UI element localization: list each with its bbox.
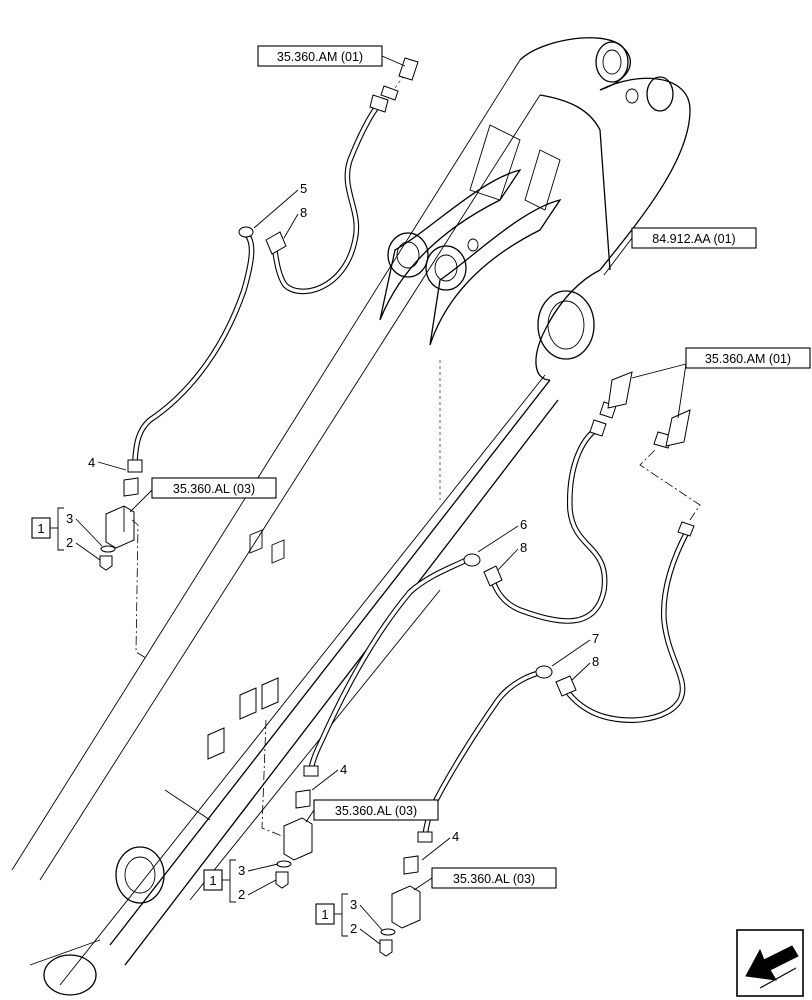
right-hose-assembly [379, 409, 701, 957]
callout-left-plug: 2 [66, 535, 73, 550]
ref-right-hoses-label: 35.360.AM (01) [705, 352, 791, 366]
kit-bracket-middle: 1 3 2 [203, 859, 279, 903]
ref-valve-middle-label: 35.360.AL (03) [335, 804, 417, 818]
callout-left-adapter: 4 [88, 455, 95, 470]
middle-hose-assembly [261, 371, 633, 889]
callout-left-tube: 5 [300, 181, 307, 196]
callout-right-washer: 3 [350, 897, 357, 912]
boom-arm [11, 37, 691, 996]
callout-mid-plug: 2 [238, 887, 245, 902]
ref-valve-right: 35.360.AL (03) [431, 867, 557, 889]
callouts: 5 8 4 6 8 4 7 8 4 [88, 181, 599, 861]
callout-right-hose-fitting: 8 [592, 654, 599, 669]
ref-valve-right-label: 35.360.AL (03) [453, 872, 535, 886]
ref-top-hose: 35.360.AM (01) [257, 45, 383, 67]
left-hose-assembly [99, 57, 419, 659]
callout-right-tube: 7 [592, 631, 599, 646]
callout-right-plug: 2 [350, 921, 357, 936]
kit-bracket-right: 1 3 2 [315, 893, 383, 945]
ref-right-hoses: 35.360.AM (01) [685, 347, 811, 369]
arrow-left-icon[interactable] [736, 929, 804, 997]
callout-right-adapter: 4 [452, 829, 459, 844]
callout-left-hose-fitting: 8 [300, 205, 307, 220]
ref-boom-label: 84.912.AA (01) [652, 232, 735, 246]
ref-valve-left: 35.360.AL (03) [151, 477, 277, 499]
kit-middle-label: 1 [209, 873, 216, 888]
callout-mid-tube: 6 [520, 517, 527, 532]
ref-valve-middle: 35.360.AL (03) [313, 799, 439, 821]
kit-right-label: 1 [321, 907, 328, 922]
ref-valve-left-label: 35.360.AL (03) [173, 482, 255, 496]
callout-mid-washer: 3 [238, 863, 245, 878]
callout-mid-adapter: 4 [340, 762, 347, 777]
kit-left-label: 1 [37, 521, 44, 536]
ref-top-hose-label: 35.360.AM (01) [277, 50, 363, 64]
ref-boom: 84.912.AA (01) [631, 227, 757, 249]
callout-left-washer: 3 [66, 511, 73, 526]
callout-mid-hose-fitting: 8 [520, 540, 527, 555]
kit-bracket-left: 1 3 2 [31, 507, 103, 561]
